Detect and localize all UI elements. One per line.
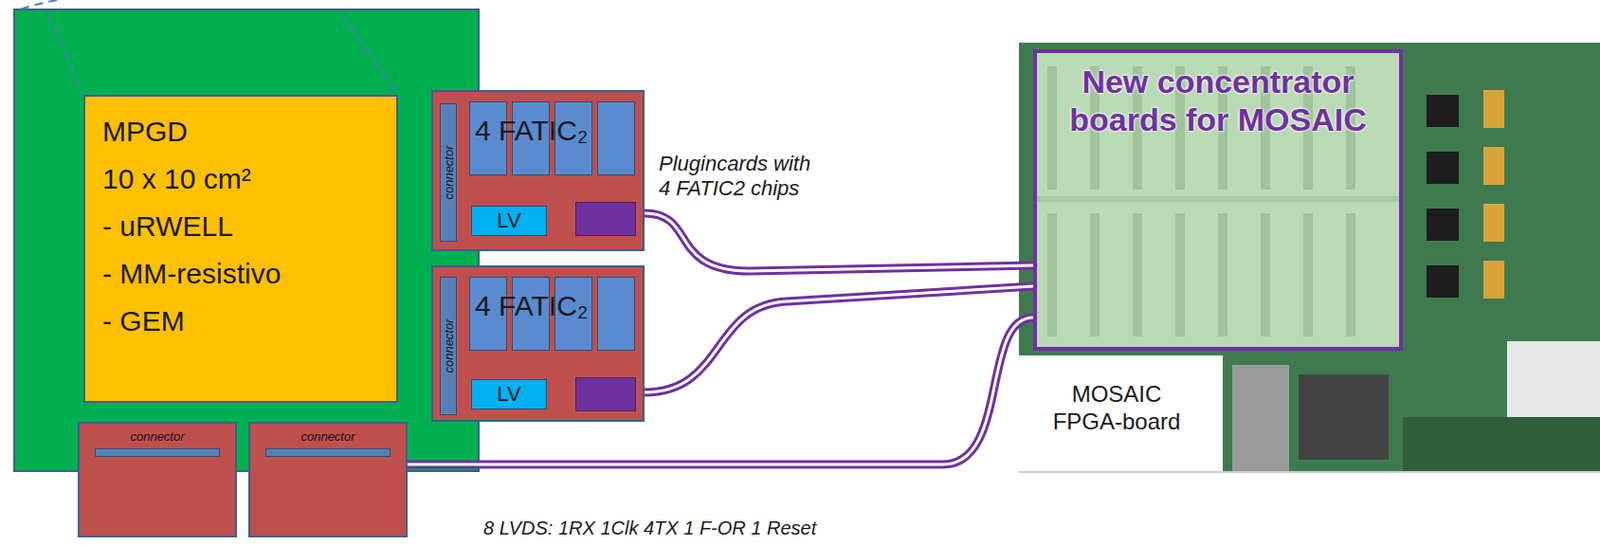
fatic-chip bbox=[597, 101, 636, 176]
board-detail bbox=[341, 13, 399, 95]
lv-box: LV bbox=[471, 379, 547, 410]
board-detail bbox=[1483, 90, 1505, 299]
board-detail bbox=[1402, 417, 1600, 472]
board-detail bbox=[1507, 341, 1600, 427]
node-text: - uRWELL bbox=[102, 202, 380, 251]
cable-outline bbox=[644, 213, 1034, 272]
node-text: connector bbox=[79, 429, 236, 444]
mosaic-board-photo bbox=[1018, 42, 1600, 473]
cable-outline bbox=[644, 286, 1034, 393]
detector-box: MPGD10 x 10 cm²- uRWELL- MM-resistivo- G… bbox=[83, 94, 399, 403]
board-connector: connector bbox=[77, 421, 237, 538]
node-text: LV bbox=[496, 208, 521, 234]
board-detail bbox=[1426, 265, 1459, 298]
board-detail bbox=[1483, 90, 1505, 128]
cable-core bbox=[644, 286, 1034, 393]
board-detail bbox=[14, 9, 479, 472]
perspective-lines bbox=[15, 0, 399, 95]
plugin-card: 4 FATIC₂ connectorLV bbox=[431, 265, 645, 422]
board-detail bbox=[1426, 151, 1459, 184]
cable-plug bbox=[575, 377, 637, 412]
board-connector: connector bbox=[248, 421, 408, 538]
connector-bar bbox=[265, 448, 391, 457]
concentrator-box: New concentrator boards for MOSAIC bbox=[1033, 49, 1403, 351]
board-detail bbox=[1426, 94, 1459, 298]
node-text: connector bbox=[441, 145, 456, 200]
node-text: - MM-resistivo bbox=[102, 250, 380, 298]
board-detail bbox=[1018, 471, 1600, 473]
board-detail bbox=[1483, 260, 1505, 299]
board-detail bbox=[15, 0, 57, 12]
cable-plug bbox=[575, 201, 637, 237]
detector-board bbox=[14, 9, 479, 472]
card-connector: connector bbox=[439, 103, 457, 242]
board-detail bbox=[1232, 364, 1290, 472]
node-text: connector bbox=[441, 318, 456, 373]
card-connector: connector bbox=[439, 276, 457, 416]
board-name: MOSAIC FPGA-board bbox=[1040, 381, 1193, 437]
node-text: 10 x 10 cm² bbox=[102, 155, 380, 203]
board-detail bbox=[1298, 374, 1389, 460]
board-detail bbox=[1483, 146, 1505, 185]
fatic-chip bbox=[597, 276, 636, 351]
board-detail bbox=[1426, 94, 1459, 128]
node-text: MPGD bbox=[102, 108, 380, 156]
cable bbox=[644, 213, 1034, 272]
node-text: connector bbox=[250, 429, 406, 444]
signal-note: 8 LVDS: 1RX 1Clk 4TX 1 F-OR 1 Reset bbox=[483, 516, 939, 540]
node-text: 4 FATIC₂ bbox=[474, 114, 588, 147]
node-text: - GEM bbox=[102, 297, 380, 346]
cable bbox=[644, 286, 1034, 393]
cable-core bbox=[644, 213, 1034, 272]
lv-box: LV bbox=[471, 205, 547, 237]
board-detail bbox=[47, 13, 84, 95]
note-text: Plugincards with 4 FATIC2 chips bbox=[658, 151, 822, 202]
node-text: LV bbox=[496, 381, 521, 407]
board-detail bbox=[1018, 355, 1223, 472]
board-detail bbox=[1018, 42, 1600, 472]
connector-bar bbox=[94, 448, 220, 457]
board-detail bbox=[1033, 49, 1403, 351]
board-detail bbox=[1426, 208, 1459, 241]
node-text: New concentrator boards for MOSAIC bbox=[1044, 62, 1392, 139]
plugin-card: 4 FATIC₂ connectorLV bbox=[431, 90, 645, 252]
board-detail bbox=[1483, 203, 1505, 242]
node-text: 4 FATIC₂ bbox=[474, 290, 588, 323]
